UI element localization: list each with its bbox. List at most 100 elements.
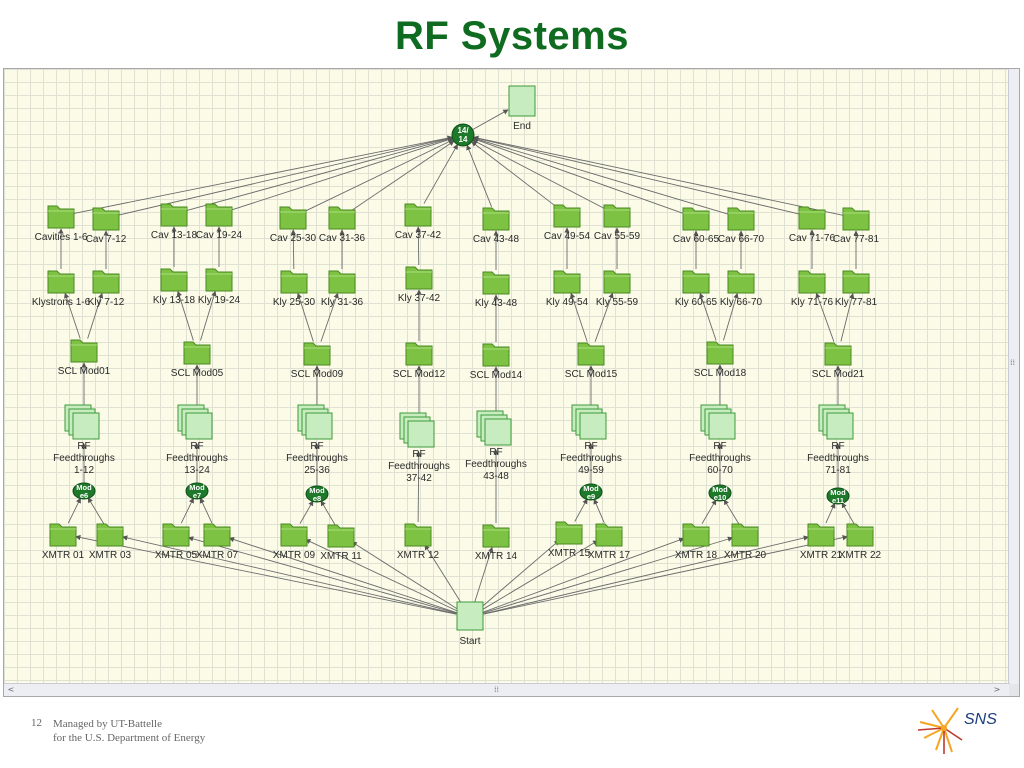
folder-icon[interactable] <box>47 270 75 294</box>
folder-icon[interactable] <box>824 342 852 366</box>
folder-icon[interactable] <box>846 523 874 547</box>
edge-arrow <box>483 536 734 614</box>
folder-icon[interactable] <box>682 270 710 294</box>
folder-icon[interactable] <box>482 343 510 367</box>
folder-icon[interactable] <box>70 339 98 363</box>
svg-text:43-48: 43-48 <box>483 471 509 482</box>
edge-arrow <box>305 539 458 612</box>
node-label: Cav 37-42 <box>395 230 442 241</box>
svg-text:RF: RF <box>77 441 90 452</box>
folder-icon[interactable] <box>595 523 623 547</box>
folder-icon[interactable] <box>279 206 307 230</box>
svg-text:Mod: Mod <box>309 486 325 495</box>
folder-icon[interactable] <box>603 204 631 228</box>
folder-icon[interactable] <box>280 523 308 547</box>
node-label: Kly 43-48 <box>475 298 518 309</box>
folder-icon[interactable] <box>553 270 581 294</box>
scroll-left-icon[interactable]: < <box>7 685 15 694</box>
folder-icon[interactable] <box>404 203 432 227</box>
folder-icon[interactable] <box>842 270 870 294</box>
folder-icon[interactable] <box>706 341 734 365</box>
folder-icon[interactable] <box>328 206 356 230</box>
folder-icon[interactable] <box>682 523 710 547</box>
folder-icon[interactable] <box>482 207 510 231</box>
svg-text:Mod: Mod <box>189 483 205 492</box>
stacked-pages-icon[interactable] <box>177 404 213 440</box>
folder-icon[interactable] <box>731 523 759 547</box>
folder-icon[interactable] <box>482 271 510 295</box>
edge-arrow <box>416 451 422 523</box>
folder-icon[interactable] <box>328 270 356 294</box>
folder-icon[interactable] <box>47 205 75 229</box>
footer-line-1: Managed by UT-Battelle <box>53 718 162 730</box>
folder-icon[interactable] <box>798 270 826 294</box>
stacked-pages-icon[interactable] <box>297 404 333 440</box>
folder-icon[interactable] <box>727 270 755 294</box>
folder-icon[interactable] <box>555 521 583 545</box>
folder-icon[interactable] <box>405 266 433 290</box>
stacked-pages-icon[interactable] <box>818 404 854 440</box>
folder-icon[interactable] <box>404 523 432 547</box>
folder-icon[interactable] <box>183 341 211 365</box>
stacked-pages-icon[interactable] <box>571 404 607 440</box>
edge-arrow <box>122 535 457 615</box>
folder-icon[interactable] <box>327 524 355 548</box>
edge-arrow <box>701 499 717 524</box>
edges <box>58 109 859 615</box>
folder-icon[interactable] <box>205 268 233 292</box>
folder-icon[interactable] <box>92 207 120 231</box>
stacked-pages-icon[interactable] <box>700 404 736 440</box>
svg-text:RF: RF <box>412 449 425 460</box>
node-label: Kly 19-24 <box>198 295 241 306</box>
node-label: SCL Mod01 <box>58 366 111 377</box>
stacked-pages-icon[interactable] <box>399 412 435 448</box>
edge-arrow <box>67 497 81 524</box>
folder-icon[interactable] <box>160 268 188 292</box>
stacked-pages-icon[interactable] <box>476 410 512 446</box>
folder-icon[interactable] <box>162 523 190 547</box>
folder-icon[interactable] <box>482 524 510 548</box>
edge-arrow <box>72 135 453 215</box>
folder-icon[interactable] <box>92 270 120 294</box>
folder-icon[interactable] <box>798 206 826 230</box>
edge-arrow <box>200 290 217 341</box>
svg-text:e10: e10 <box>714 493 727 502</box>
svg-text:37-42: 37-42 <box>406 473 432 484</box>
folder-icon[interactable] <box>842 207 870 231</box>
horizontal-scrollbar[interactable]: < ⁞⁞ > <box>4 683 1010 696</box>
edge-arrow <box>480 540 560 609</box>
edge-arrow <box>176 290 194 341</box>
folder-icon[interactable] <box>205 203 233 227</box>
folder-icon[interactable] <box>603 270 631 294</box>
vertical-scrollbar[interactable]: ⁞⁞ <box>1008 69 1019 685</box>
folder-icon[interactable] <box>682 207 710 231</box>
folder-icon[interactable] <box>280 270 308 294</box>
folder-icon[interactable] <box>203 523 231 547</box>
end-node[interactable] <box>508 85 536 117</box>
folder-icon[interactable] <box>553 204 581 228</box>
folder-icon[interactable] <box>807 523 835 547</box>
folder-icon[interactable] <box>96 523 124 547</box>
scroll-grip-icon[interactable]: ⁞⁞ <box>1010 358 1016 367</box>
folder-icon[interactable] <box>577 342 605 366</box>
scroll-grip-icon[interactable]: ⁞⁞ <box>494 685 500 694</box>
folder-icon[interactable] <box>303 342 331 366</box>
folder-icon[interactable] <box>405 342 433 366</box>
folder-icon[interactable] <box>727 207 755 231</box>
scroll-right-icon[interactable]: > <box>993 685 1001 694</box>
stacked-pages-icon[interactable] <box>64 404 100 440</box>
start-node[interactable] <box>456 601 484 631</box>
sync-circle-icon[interactable]: 14/14 <box>451 123 475 147</box>
edge-arrow <box>351 541 459 610</box>
folder-icon[interactable] <box>160 203 188 227</box>
folder-icon[interactable] <box>49 523 77 547</box>
node-label: SCL Mod05 <box>171 368 224 379</box>
